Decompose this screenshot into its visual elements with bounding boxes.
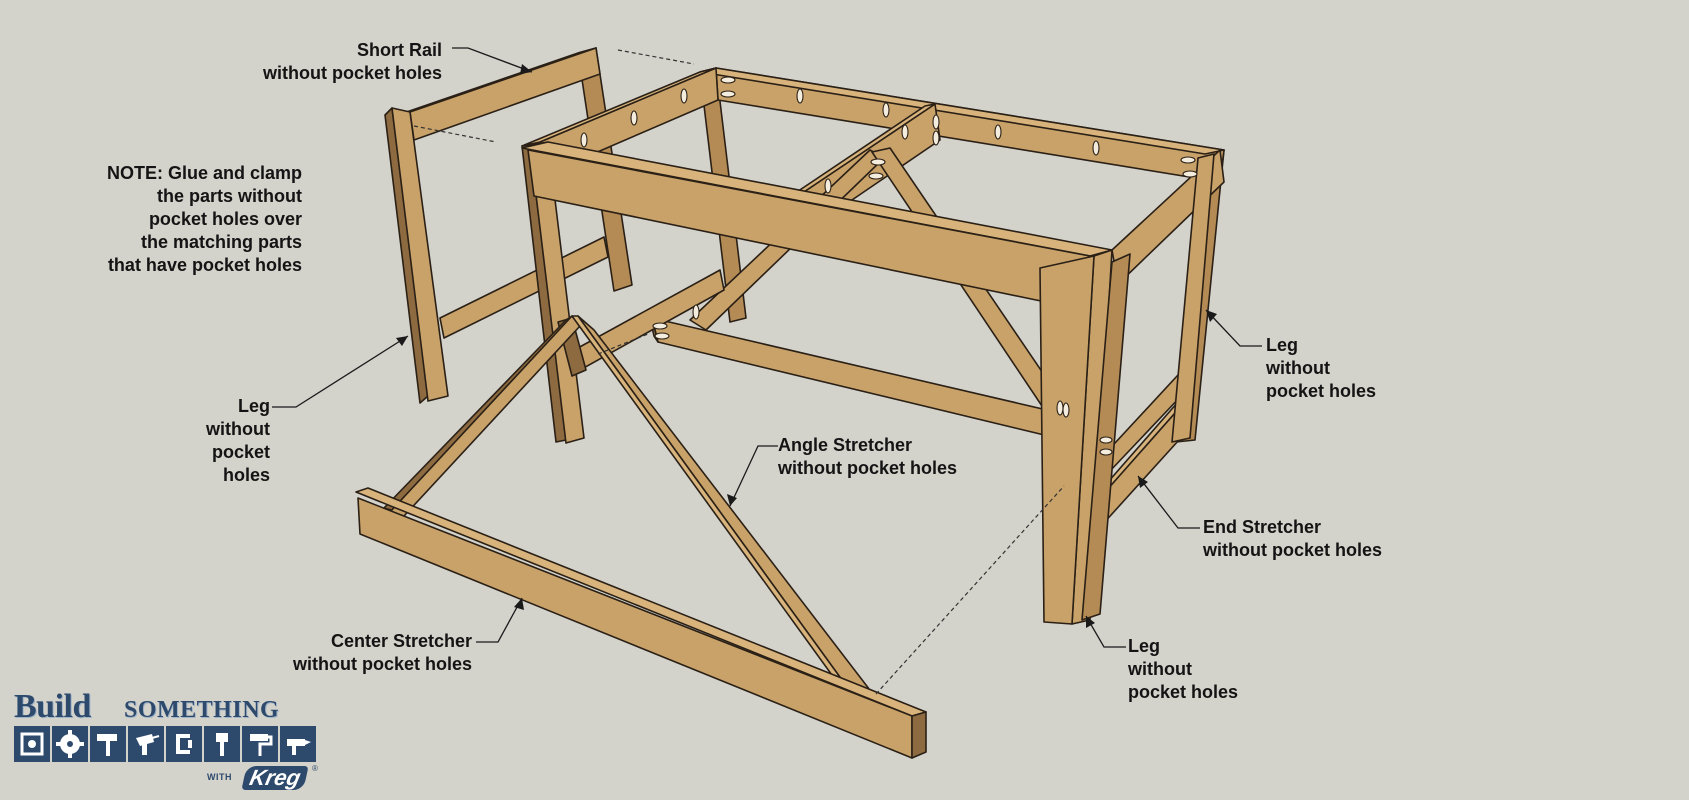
- pocket-hole: [901, 124, 909, 140]
- alignment-guides: [413, 49, 1065, 695]
- pocket-hole: [932, 130, 940, 146]
- pocket-hole: [720, 76, 736, 84]
- leader-arrowheads: [396, 64, 1217, 628]
- arrowhead: [1206, 310, 1217, 322]
- saw-blade-icon: [52, 726, 88, 762]
- logo-tool-icons: [14, 726, 316, 764]
- end-stretcher-label: End Stretcher without pocket holes: [1203, 517, 1383, 560]
- leader-center-stretcher: [476, 597, 523, 643]
- pocket-hole: [994, 124, 1002, 140]
- short-rail-label: Short Rail without pocket holes: [262, 40, 442, 83]
- front-right-leg-side: [1039, 255, 1095, 625]
- pocket-hole: [1056, 400, 1064, 416]
- logo-build-text: Build: [14, 688, 91, 725]
- pocket-hole: [1092, 140, 1100, 156]
- leader-end-stretcher: [1137, 475, 1200, 529]
- arrowhead: [514, 598, 524, 610]
- frame-center-stretcher: [651, 317, 1091, 447]
- pocket-hole: [1062, 402, 1070, 418]
- note-label: NOTE: Glue and clamp the parts without p…: [106, 163, 302, 275]
- leader-lines: [272, 47, 1262, 648]
- drill-icon: [128, 726, 164, 762]
- pocket-hole: [630, 110, 638, 126]
- logo-with-text: WITH: [207, 772, 232, 782]
- caulk-gun-icon: [280, 726, 316, 762]
- leg-left-label: Leg without pocket holes: [206, 396, 270, 485]
- leader-leg-left: [272, 335, 409, 408]
- angle-stretcher-assembly: [355, 315, 927, 759]
- leader-leg-right-bottom: [1085, 615, 1126, 648]
- hammer-icon: [90, 726, 126, 762]
- square-tool-icon: [14, 726, 50, 762]
- leader-short-rail: [452, 47, 533, 73]
- leader-leg-right-top: [1205, 309, 1262, 347]
- pocket-hole: [720, 90, 736, 98]
- arrowhead: [520, 64, 532, 74]
- pocket-hole: [692, 304, 700, 320]
- pocket-hole: [580, 132, 588, 148]
- pocket-hole: [1182, 170, 1198, 178]
- leader-angle-stretcher: [729, 445, 778, 507]
- clamp-icon: [166, 726, 202, 762]
- arrowhead: [727, 494, 737, 506]
- paint-roller-icon: [242, 726, 278, 762]
- center-stretcher-label: Center Stretcher without pocket holes: [292, 631, 472, 674]
- pocket-hole: [796, 88, 804, 104]
- short-rail-assembly: [384, 47, 633, 404]
- pocket-hole: [1099, 436, 1113, 444]
- center-stretcher-top: [355, 487, 927, 717]
- arrowhead: [396, 336, 408, 346]
- pocket-hole: [1180, 156, 1196, 164]
- leg-right-top-label: Leg without pocket holes: [1266, 335, 1377, 401]
- pocket-hole: [882, 102, 890, 118]
- center-stretcher-face: [357, 497, 913, 759]
- short-rail-leg-left: [391, 107, 449, 402]
- leg-right-bottom-label: Leg without pocket holes: [1128, 636, 1239, 702]
- right-top-leg-overlay: [1171, 153, 1215, 443]
- left-short-rail-top: [521, 67, 717, 147]
- kreg-logo-text: Kreg: [241, 765, 309, 790]
- pocket-hole: [824, 178, 832, 194]
- buildsomething-logo: Build SOMETHING WITH Kreg ®: [12, 688, 322, 793]
- kreg-registered-mark: ®: [312, 764, 318, 773]
- back-long-rail-top: [699, 67, 1225, 155]
- guide-center-stretcher: [875, 485, 1065, 695]
- pocket-hole: [652, 322, 668, 330]
- guide-short-rail-top: [617, 49, 695, 65]
- center-stretcher-end: [911, 711, 927, 759]
- angle-stretcher-label: Angle Stretcher without pocket holes: [778, 435, 958, 478]
- arrowhead: [1086, 616, 1095, 628]
- pocket-hole: [868, 172, 884, 180]
- pocket-holes: [580, 76, 1198, 456]
- pocket-hole: [654, 332, 670, 340]
- pocket-hole: [680, 88, 688, 104]
- pocket-hole: [932, 114, 940, 130]
- arrowhead: [1138, 476, 1148, 488]
- paint-brush-icon: [204, 726, 240, 762]
- pocket-hole: [1099, 448, 1113, 456]
- pocket-hole: [870, 158, 886, 166]
- logo-something-text: SOMETHING: [124, 697, 280, 723]
- guide-angle-stretcher: [597, 333, 649, 355]
